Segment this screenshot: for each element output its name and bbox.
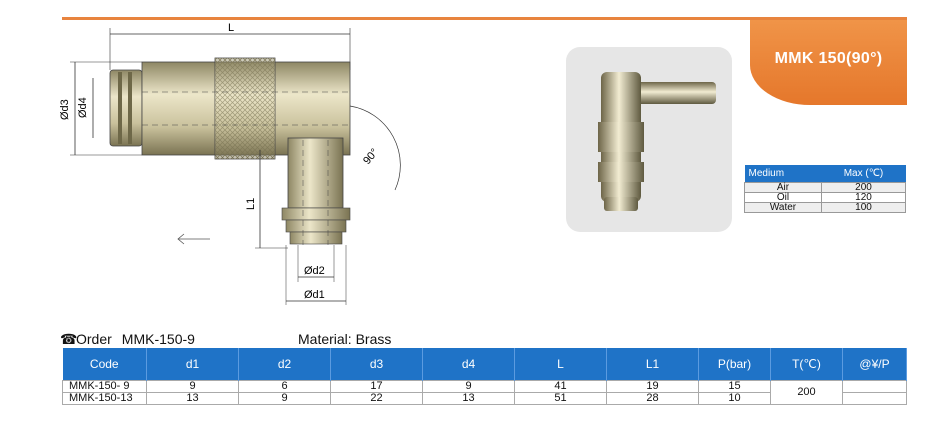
label-L1: L1 bbox=[245, 198, 257, 210]
L-cell: 51 bbox=[514, 392, 607, 405]
label-d2: Ød2 bbox=[304, 265, 325, 277]
header-d4: d4 bbox=[422, 348, 515, 381]
medium-table: Medium Max (℃) Air 200 Oil 120 Water 100 bbox=[744, 165, 907, 213]
L-cell: 41 bbox=[514, 380, 607, 393]
header-pressure: P(bar) bbox=[698, 348, 771, 381]
spec-table: Code d1 d2 d3 d4 L L1 P(bar) T(℃) @¥/P M… bbox=[62, 348, 907, 405]
header-d2: d2 bbox=[238, 348, 331, 381]
order-label: Order bbox=[76, 331, 112, 347]
max-temp-cell: 120 bbox=[820, 192, 907, 203]
temperature-cell: 200 bbox=[770, 380, 843, 405]
product-badge-title: MMK 150(90°) bbox=[774, 50, 883, 67]
d4-cell: 13 bbox=[422, 392, 515, 405]
d4-cell: 9 bbox=[422, 380, 515, 393]
top-rule bbox=[62, 17, 907, 20]
medium-header: Medium bbox=[744, 165, 822, 183]
table-row: Air 200 bbox=[744, 182, 907, 193]
d3-cell: 22 bbox=[330, 392, 423, 405]
label-d3: Ød3 bbox=[59, 99, 71, 120]
price-cell bbox=[842, 380, 907, 393]
header-L1: L1 bbox=[606, 348, 699, 381]
code-cell: MMK-150- 9 bbox=[62, 380, 147, 393]
pressure-cell: 10 bbox=[698, 392, 771, 405]
technical-drawing: L Ød3 Ød4 90° L1 Ød2 Ød1 bbox=[59, 22, 401, 305]
table-row: Oil 120 bbox=[744, 192, 907, 203]
label-d4: Ød4 bbox=[77, 97, 89, 118]
label-L: L bbox=[228, 22, 234, 34]
pressure-cell: 15 bbox=[698, 380, 771, 393]
header-temperature: T(℃) bbox=[770, 348, 843, 381]
material: Material: Brass bbox=[298, 331, 392, 347]
max-temp-header: Max (℃) bbox=[821, 165, 906, 183]
phone-icon: ☎ bbox=[60, 331, 78, 347]
header-price: @¥/P bbox=[842, 348, 907, 381]
table-row: MMK-150- 9 9 6 17 9 41 19 15 200 bbox=[62, 380, 907, 405]
code-cell: MMK-150-13 bbox=[62, 392, 147, 405]
medium-cell: Oil bbox=[744, 192, 822, 203]
label-angle: 90° bbox=[361, 146, 381, 166]
label-d1: Ød1 bbox=[304, 289, 325, 301]
product-photo bbox=[566, 47, 732, 232]
product-badge: MMK 150(90°) bbox=[750, 20, 907, 105]
order-code: MMK-150-9 bbox=[121, 331, 195, 347]
L1-cell: 19 bbox=[606, 380, 699, 393]
d2-cell: 6 bbox=[238, 380, 331, 393]
max-temp-cell: 100 bbox=[820, 202, 907, 213]
L1-cell: 28 bbox=[606, 392, 699, 405]
d1-cell: 13 bbox=[146, 392, 239, 405]
header-code: Code bbox=[62, 348, 147, 381]
medium-cell: Air bbox=[744, 182, 822, 193]
max-temp-cell: 200 bbox=[820, 182, 907, 193]
d3-cell: 17 bbox=[330, 380, 423, 393]
table-row: Water 100 bbox=[744, 202, 907, 213]
d1-cell: 9 bbox=[146, 380, 239, 393]
header-L: L bbox=[514, 348, 607, 381]
header-d3: d3 bbox=[330, 348, 423, 381]
flow-arrow-icon bbox=[177, 233, 210, 245]
header-d1: d1 bbox=[146, 348, 239, 381]
order-line: ☎Order MMK-150-9 Material: Brass bbox=[60, 331, 391, 348]
d2-cell: 9 bbox=[238, 392, 331, 405]
medium-cell: Water bbox=[744, 202, 822, 213]
price-cell bbox=[842, 392, 907, 405]
table-row: MMK-150-13 13 9 22 13 51 28 10 bbox=[62, 392, 907, 405]
